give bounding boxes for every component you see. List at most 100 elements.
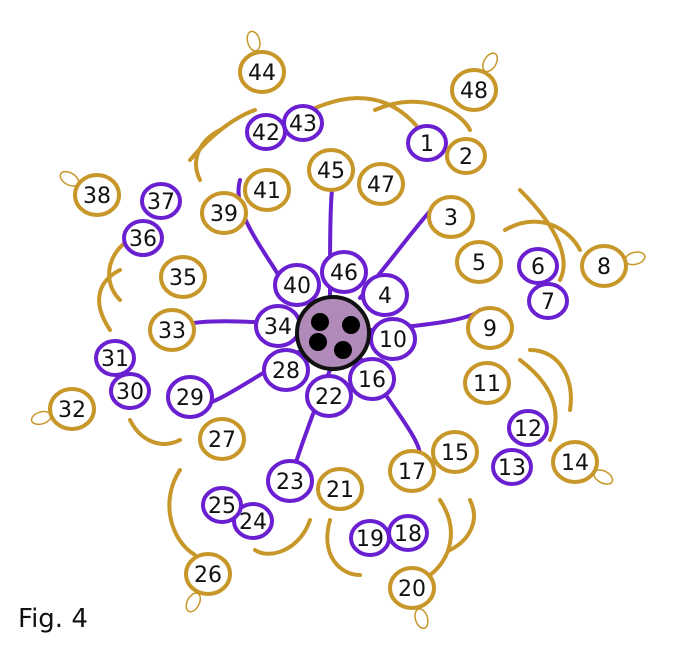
ring-label-40: 40 xyxy=(283,274,311,299)
ring-17 xyxy=(388,449,436,493)
ring-38 xyxy=(73,173,121,217)
ring-1 xyxy=(406,124,448,162)
ring-label-4: 4 xyxy=(378,284,392,309)
ring-45 xyxy=(307,148,355,192)
picot xyxy=(414,608,429,630)
ring-29 xyxy=(166,375,214,419)
chain-arc xyxy=(325,518,362,577)
ring-9 xyxy=(466,306,514,350)
ring-10 xyxy=(369,317,417,361)
chain-arc xyxy=(97,268,122,332)
ring-32 xyxy=(48,387,96,431)
ring-label-23: 23 xyxy=(276,470,304,495)
chain-arc xyxy=(373,99,472,132)
ring-2 xyxy=(445,137,487,175)
ring-label-17: 17 xyxy=(398,460,426,485)
ring-label-2: 2 xyxy=(459,145,473,170)
ring-label-36: 36 xyxy=(129,227,157,252)
ring-13 xyxy=(491,448,533,486)
ring-label-28: 28 xyxy=(272,359,300,384)
ring-label-46: 46 xyxy=(330,261,358,286)
chain-arc xyxy=(194,128,222,182)
ring-label-29: 29 xyxy=(176,386,204,411)
chain-arc xyxy=(518,188,566,282)
bead-hole xyxy=(334,341,352,359)
ring-8 xyxy=(580,244,628,288)
ring-label-22: 22 xyxy=(315,385,343,410)
ring-label-35: 35 xyxy=(169,266,197,291)
ring-25 xyxy=(201,486,243,524)
ring-label-37: 37 xyxy=(147,190,175,215)
picot xyxy=(246,30,261,52)
center-bead xyxy=(295,295,371,371)
ring-label-13: 13 xyxy=(498,456,526,481)
ring-label-34: 34 xyxy=(264,315,292,340)
ring-label-33: 33 xyxy=(158,319,186,344)
ring-12 xyxy=(507,409,549,447)
ring-39 xyxy=(200,191,248,235)
ring-33 xyxy=(148,308,196,352)
chain-arc xyxy=(428,498,453,577)
ring-35 xyxy=(159,255,207,299)
ring-36 xyxy=(122,219,164,257)
ring-label-20: 20 xyxy=(398,577,426,602)
chain-arc xyxy=(448,498,476,552)
ring-6 xyxy=(517,247,559,285)
ring-37 xyxy=(140,182,182,220)
ring-24 xyxy=(232,502,274,540)
chain-arc xyxy=(518,358,558,442)
ring-20 xyxy=(388,566,436,610)
ring-label-10: 10 xyxy=(379,328,407,353)
ring-label-5: 5 xyxy=(472,251,486,276)
chain-arc xyxy=(253,518,312,556)
ring-label-44: 44 xyxy=(248,61,276,86)
ring-4 xyxy=(361,273,409,317)
ring-label-6: 6 xyxy=(531,255,545,280)
ring-label-18: 18 xyxy=(394,522,422,547)
ring-46 xyxy=(320,250,368,294)
ring-label-9: 9 xyxy=(483,317,497,342)
ring-label-12: 12 xyxy=(514,417,542,442)
ring-label-47: 47 xyxy=(367,173,395,198)
ring-label-41: 41 xyxy=(253,179,281,204)
ring-label-19: 19 xyxy=(356,527,384,552)
chain-arc xyxy=(503,219,582,252)
ring-label-39: 39 xyxy=(210,202,238,227)
ring-28 xyxy=(262,348,310,392)
ring-43 xyxy=(282,104,324,142)
ring-label-45: 45 xyxy=(317,159,345,184)
ring-label-21: 21 xyxy=(326,478,354,503)
ring-48 xyxy=(450,68,498,112)
ring-label-16: 16 xyxy=(358,368,386,393)
ring-14 xyxy=(551,440,599,484)
ring-7 xyxy=(527,282,569,320)
ring-44 xyxy=(238,50,286,94)
ring-47 xyxy=(357,162,405,206)
ring-41 xyxy=(243,168,291,212)
ring-label-31: 31 xyxy=(101,347,129,372)
ring-26 xyxy=(184,552,232,596)
chain-arc xyxy=(167,468,197,557)
ring-40 xyxy=(273,263,321,307)
ring-label-24: 24 xyxy=(239,510,267,535)
ring-3 xyxy=(427,195,475,239)
ring-label-11: 11 xyxy=(473,372,501,397)
ring-label-15: 15 xyxy=(441,441,469,466)
ring-label-38: 38 xyxy=(83,184,111,209)
ring-22 xyxy=(305,374,353,418)
bead-hole xyxy=(342,316,360,334)
bead-hole xyxy=(311,313,329,331)
ring-label-42: 42 xyxy=(252,121,280,146)
chain-arc xyxy=(528,348,573,412)
ring-5 xyxy=(455,240,503,284)
ring-label-43: 43 xyxy=(289,112,317,137)
ring-label-32: 32 xyxy=(58,398,86,423)
ring-label-14: 14 xyxy=(561,451,589,476)
ring-label-3: 3 xyxy=(444,206,458,231)
ring-21 xyxy=(316,467,364,511)
ring-31 xyxy=(94,339,136,377)
ring-label-8: 8 xyxy=(597,255,611,280)
ring-27 xyxy=(198,417,246,461)
